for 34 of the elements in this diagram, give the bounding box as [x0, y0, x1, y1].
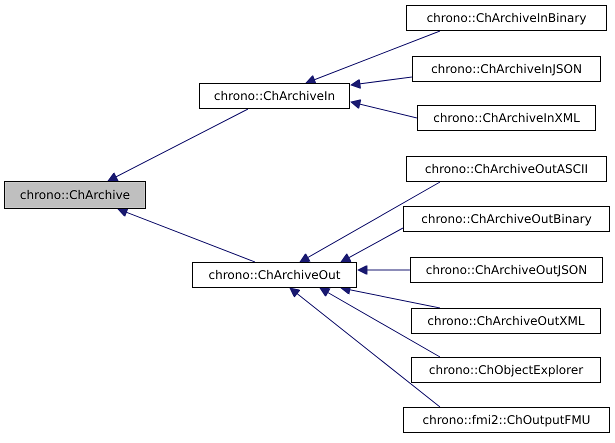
class-name: chrono::ChArchiveInBinary — [426, 11, 586, 25]
class-box — [403, 206, 610, 232]
class-box — [417, 105, 596, 131]
class-box — [406, 5, 607, 31]
inheritance-arrow — [118, 208, 256, 262]
class-box — [411, 357, 601, 383]
class-box — [4, 181, 146, 209]
class-box — [410, 257, 603, 283]
class-box — [403, 407, 610, 433]
inheritance-arrow — [358, 265, 410, 275]
class-name: chrono::ChArchiveIn — [214, 89, 336, 103]
inheritance-arrow — [320, 288, 440, 358]
class-name: chrono::ChArchiveOutJSON — [426, 263, 588, 277]
inheritance-arrow — [108, 108, 248, 182]
class-name: chrono::ChArchiveOutASCII — [424, 162, 588, 176]
class-name: chrono::ChArchiveOutXML — [427, 314, 585, 328]
class-name: chrono::ChArchive — [20, 188, 130, 202]
class-box — [192, 262, 357, 288]
class-box — [199, 83, 350, 109]
class-name: chrono::ChArchiveOutBinary — [421, 212, 592, 226]
class-name: chrono::ChArchiveOut — [208, 268, 340, 282]
class-box — [412, 56, 601, 82]
inheritance-arrow — [350, 99, 418, 118]
class-box — [406, 156, 607, 182]
class-name: chrono::ChObjectExplorer — [428, 363, 584, 377]
inheritance-arrow — [350, 76, 412, 89]
class-name: chrono::ChArchiveInXML — [433, 111, 580, 125]
inheritance-arrow — [306, 30, 440, 84]
inheritance-arrow — [300, 182, 440, 262]
inheritance-arrow — [290, 288, 440, 408]
class-name: chrono::fmi2::ChOutputFMU — [422, 413, 590, 427]
class-name: chrono::ChArchiveInJSON — [431, 62, 582, 76]
class-box — [411, 308, 601, 334]
inheritance-arrow — [340, 228, 404, 262]
